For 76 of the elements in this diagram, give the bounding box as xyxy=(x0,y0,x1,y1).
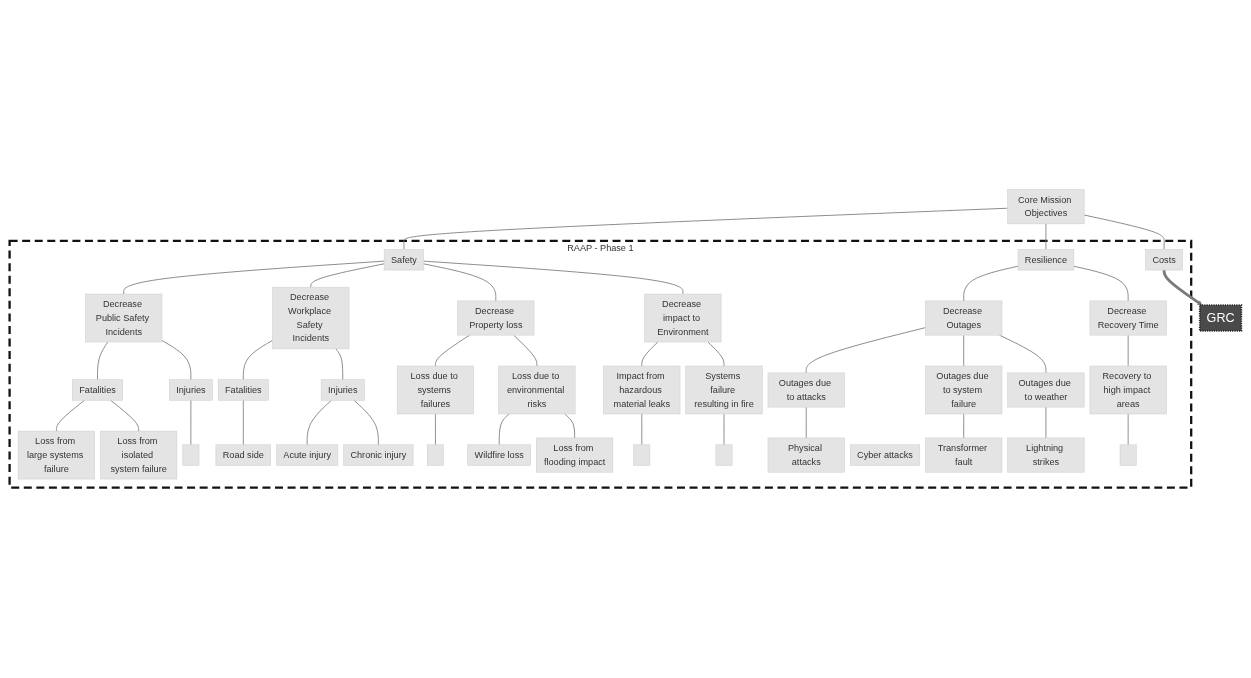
node-box: Decrease Public Safety Incidents xyxy=(85,294,163,343)
node-box xyxy=(182,444,200,467)
connector xyxy=(641,342,659,367)
connector xyxy=(707,342,725,367)
connector xyxy=(1045,407,1047,439)
connector xyxy=(435,335,470,367)
node-box: Fatalities xyxy=(217,379,269,401)
node-box: Safety xyxy=(383,249,425,271)
node-box: Loss from large systems failure xyxy=(17,431,95,480)
connector xyxy=(110,400,140,432)
node-box xyxy=(633,444,651,467)
node-box: Outages due to weather xyxy=(1007,372,1085,408)
connector xyxy=(310,263,385,289)
node-box: Transformer fault xyxy=(925,438,1003,473)
node-box: Outages due to system failure xyxy=(925,366,1003,415)
arrow xyxy=(1162,270,1203,306)
connector xyxy=(423,263,497,302)
connector xyxy=(1083,215,1165,251)
node-box: Wildfire loss xyxy=(467,444,531,467)
connector xyxy=(335,348,344,381)
connector xyxy=(353,400,379,446)
connector xyxy=(161,340,192,381)
connector xyxy=(423,261,684,295)
connector xyxy=(56,400,85,432)
connector xyxy=(1045,223,1047,251)
connector xyxy=(435,413,436,446)
connector xyxy=(513,335,538,367)
node-box xyxy=(1119,444,1137,467)
node-box: Costs xyxy=(1145,249,1183,271)
connector xyxy=(123,261,385,295)
node-box xyxy=(427,444,444,467)
connector xyxy=(564,413,576,439)
node-box: Road side xyxy=(215,444,272,467)
node-box: Injuries xyxy=(169,379,213,401)
connector xyxy=(1127,335,1129,367)
node-box: Core Mission Objectives xyxy=(1007,189,1085,225)
node-box: Fatalities xyxy=(72,379,123,401)
connector xyxy=(963,335,965,367)
connector xyxy=(498,413,510,446)
node-box: Loss from isolated system failure xyxy=(100,431,178,480)
node-box: Decrease impact to Environment xyxy=(644,294,722,343)
node-box: Cyber attacks xyxy=(849,444,921,467)
node-box: Injuries xyxy=(320,379,365,401)
node-box: Decrease Workplace Safety Incidents xyxy=(272,287,350,350)
connector xyxy=(97,342,109,381)
connector xyxy=(805,327,926,374)
node-box: Loss due to systems failures xyxy=(396,366,474,415)
node-box: Loss due to environmental risks xyxy=(498,366,576,415)
node-box: Physical attacks xyxy=(767,438,845,473)
node-box: Decrease Recovery Time xyxy=(1089,301,1167,336)
node-box: Loss from flooding impact xyxy=(536,438,614,473)
node-box: Decrease Property loss xyxy=(457,301,535,336)
node-box: Systems failure resulting in fire xyxy=(685,366,763,415)
node-box xyxy=(715,444,733,467)
node-box: Recovery to high impact areas xyxy=(1089,366,1167,415)
node-box: Chronic injury xyxy=(343,444,414,467)
node-box: Acute injury xyxy=(276,444,339,467)
connector xyxy=(963,413,965,439)
connector xyxy=(403,208,1009,251)
connector xyxy=(963,266,1019,302)
node-box: GRC xyxy=(1198,304,1243,333)
connector xyxy=(1127,413,1129,446)
connector xyxy=(805,407,807,439)
node-box: Resilience xyxy=(1017,249,1075,271)
connector xyxy=(242,400,244,446)
connector xyxy=(641,413,643,446)
connector xyxy=(306,400,332,446)
node-box: Decrease Outages xyxy=(925,301,1003,336)
connector xyxy=(242,340,273,381)
connector xyxy=(999,335,1047,374)
connector xyxy=(1073,266,1129,302)
node-box: Outages due to attacks xyxy=(767,372,845,408)
connector xyxy=(723,413,725,446)
node-box: Lightning strikes xyxy=(1007,438,1085,473)
node-box: Impact from hazardous material leaks xyxy=(603,366,681,415)
connector xyxy=(190,400,192,446)
